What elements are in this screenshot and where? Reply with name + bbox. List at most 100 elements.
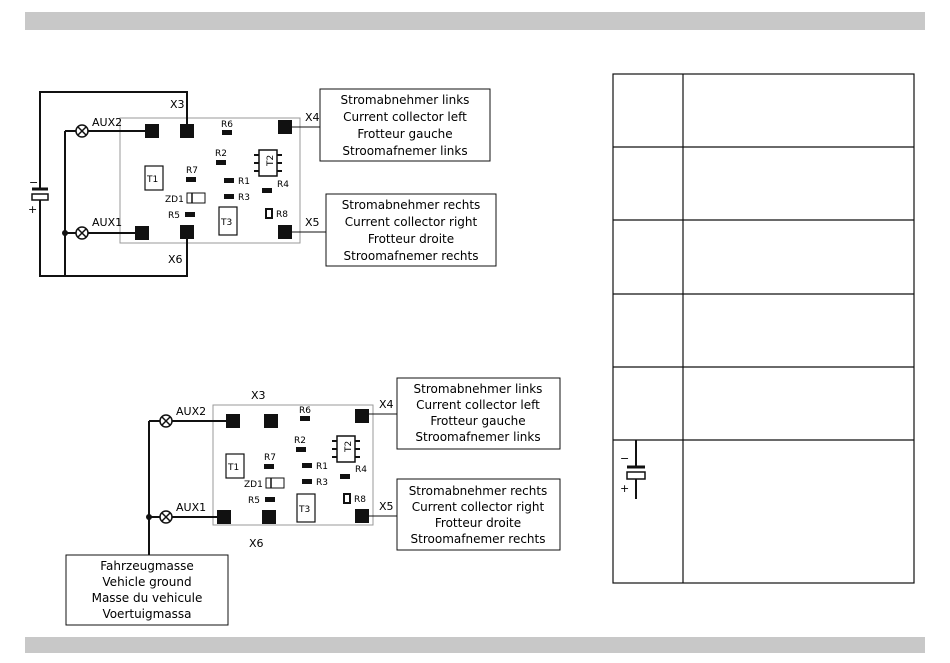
top-callout-left-line-3: Frotteur gauche [357,127,452,141]
top-callout-left-line-1: Stromabnehmer links [341,93,470,107]
bottom-r5-label: R5 [248,496,260,506]
bottom-pad-aux2 [226,414,240,428]
top-r3 [224,194,234,199]
bottom-r6 [300,416,310,421]
top-pad-x4 [278,120,292,134]
top-r5-label: R5 [168,211,180,221]
bottom-pad-x3 [264,414,278,428]
top-aux1-bulb-icon [75,226,89,240]
bottom-diagram: T1 T3 T2 R6 R2 R7 R1 R3 R4 R5 R8 ZD1 [65,377,561,626]
legend-minus-label: − [620,452,629,465]
bottom-t2-chip-icon [332,435,360,463]
bottom-pad-x5 [355,509,369,523]
bottom-callout-right-line-1: Stromabnehmer rechts [409,484,548,498]
bottom-x6-label: X6 [249,537,264,550]
top-zd1-label: ZD1 [165,195,184,205]
top-callout-left-line-2: Current collector left [343,110,467,124]
top-pad-x5 [278,225,292,239]
top-r1-label: R1 [238,177,250,187]
top-diagram: − + T1 T3 T2 R6 R2 R7 [28,88,497,277]
bottom-callout-left-line-4: Stroomafnemer links [415,430,540,444]
top-r4 [262,188,272,193]
bottom-x5-label: X5 [379,500,394,513]
bottom-r6-label: R6 [299,406,311,416]
bottom-r4 [340,474,350,479]
top-r6 [222,130,232,135]
top-r1 [224,178,234,183]
bottom-t1-label: T1 [227,463,239,473]
top-x4-label: X4 [305,111,320,124]
bottom-r8 [343,493,351,504]
bottom-callout-left [396,377,561,450]
bottom-callout-ground-line-3: Masse du vehicule [92,591,203,605]
top-pad-aux2 [145,124,159,138]
bottom-r3 [302,479,312,484]
top-callout-right-line-1: Stromabnehmer rechts [342,198,481,212]
header-bar [25,12,925,30]
top-cap-minus-label: − [29,176,38,189]
top-r4-label: R4 [277,180,289,190]
bottom-callout-ground-line-1: Fahrzeugmasse [100,559,194,573]
legend-table: − + [612,73,915,584]
bottom-zd1-label: ZD1 [244,480,263,490]
top-junction [62,230,68,236]
top-callout-right-line-4: Stroomafnemer rechts [344,249,479,263]
bottom-t3-label: T3 [298,505,310,515]
bottom-aux1-label: AUX1 [176,501,206,514]
bottom-junction [146,514,152,520]
top-aux1-label: AUX1 [92,216,122,229]
top-pad-x6 [180,225,194,239]
top-t1-label: T1 [146,175,158,185]
top-pad-aux1 [135,226,149,240]
bottom-x4-label: X4 [379,398,394,411]
top-r2 [216,160,226,165]
bottom-t3 [296,493,316,523]
bottom-aux2-bulb-icon [159,414,173,428]
top-t1 [144,165,164,191]
bottom-r8-label: R8 [354,495,366,505]
bottom-x3-label: X3 [251,389,266,402]
bottom-zd1 [265,477,285,489]
bottom-aux2-label: AUX2 [176,405,206,418]
bottom-r1 [302,463,312,468]
bottom-r3-label: R3 [316,478,328,488]
bottom-callout-left-line-3: Frotteur gauche [430,414,525,428]
top-pad-x3 [180,124,194,138]
top-r3-label: R3 [238,193,250,203]
top-r7-label: R7 [186,166,198,176]
bottom-r2 [296,447,306,452]
top-t2-label: T2 [266,155,276,167]
bottom-callout-ground [65,554,229,626]
bottom-callout-ground-line-2: Vehicle ground [102,575,191,589]
top-t3 [218,206,238,236]
top-t3-label: T3 [220,218,232,228]
top-aux2-label: AUX2 [92,116,122,129]
bottom-r7-label: R7 [264,453,276,463]
top-t2-chip-icon [254,149,282,177]
top-r7 [186,177,196,182]
bottom-t2-label: T2 [344,441,354,453]
bottom-callout-left-line-2: Current collector left [416,398,540,412]
top-wire-x6 [39,210,188,277]
top-callout-left-line-4: Stroomafnemer links [342,144,467,158]
top-wire-x3 [39,91,188,180]
top-r5 [185,212,195,217]
top-r8-label: R8 [276,210,288,220]
top-r6-label: R6 [221,120,233,130]
legend-plus-label: + [620,482,629,495]
bottom-aux1-bulb-icon [159,510,173,524]
top-r2-label: R2 [215,149,227,159]
top-capacitor-icon [31,180,49,210]
top-callout-left [319,88,491,162]
bottom-r4-label: R4 [355,465,367,475]
top-x3-label: X3 [170,98,185,111]
top-callout-right-line-3: Frotteur droite [368,232,454,246]
top-callout-right [325,193,497,267]
legend-capacitor-icon [626,440,646,499]
bottom-t1 [225,453,245,479]
bottom-callout-left-line-1: Stromabnehmer links [414,382,543,396]
footer-bar [25,637,925,653]
legend-table-border [612,73,915,584]
bottom-pad-aux1 [217,510,231,524]
